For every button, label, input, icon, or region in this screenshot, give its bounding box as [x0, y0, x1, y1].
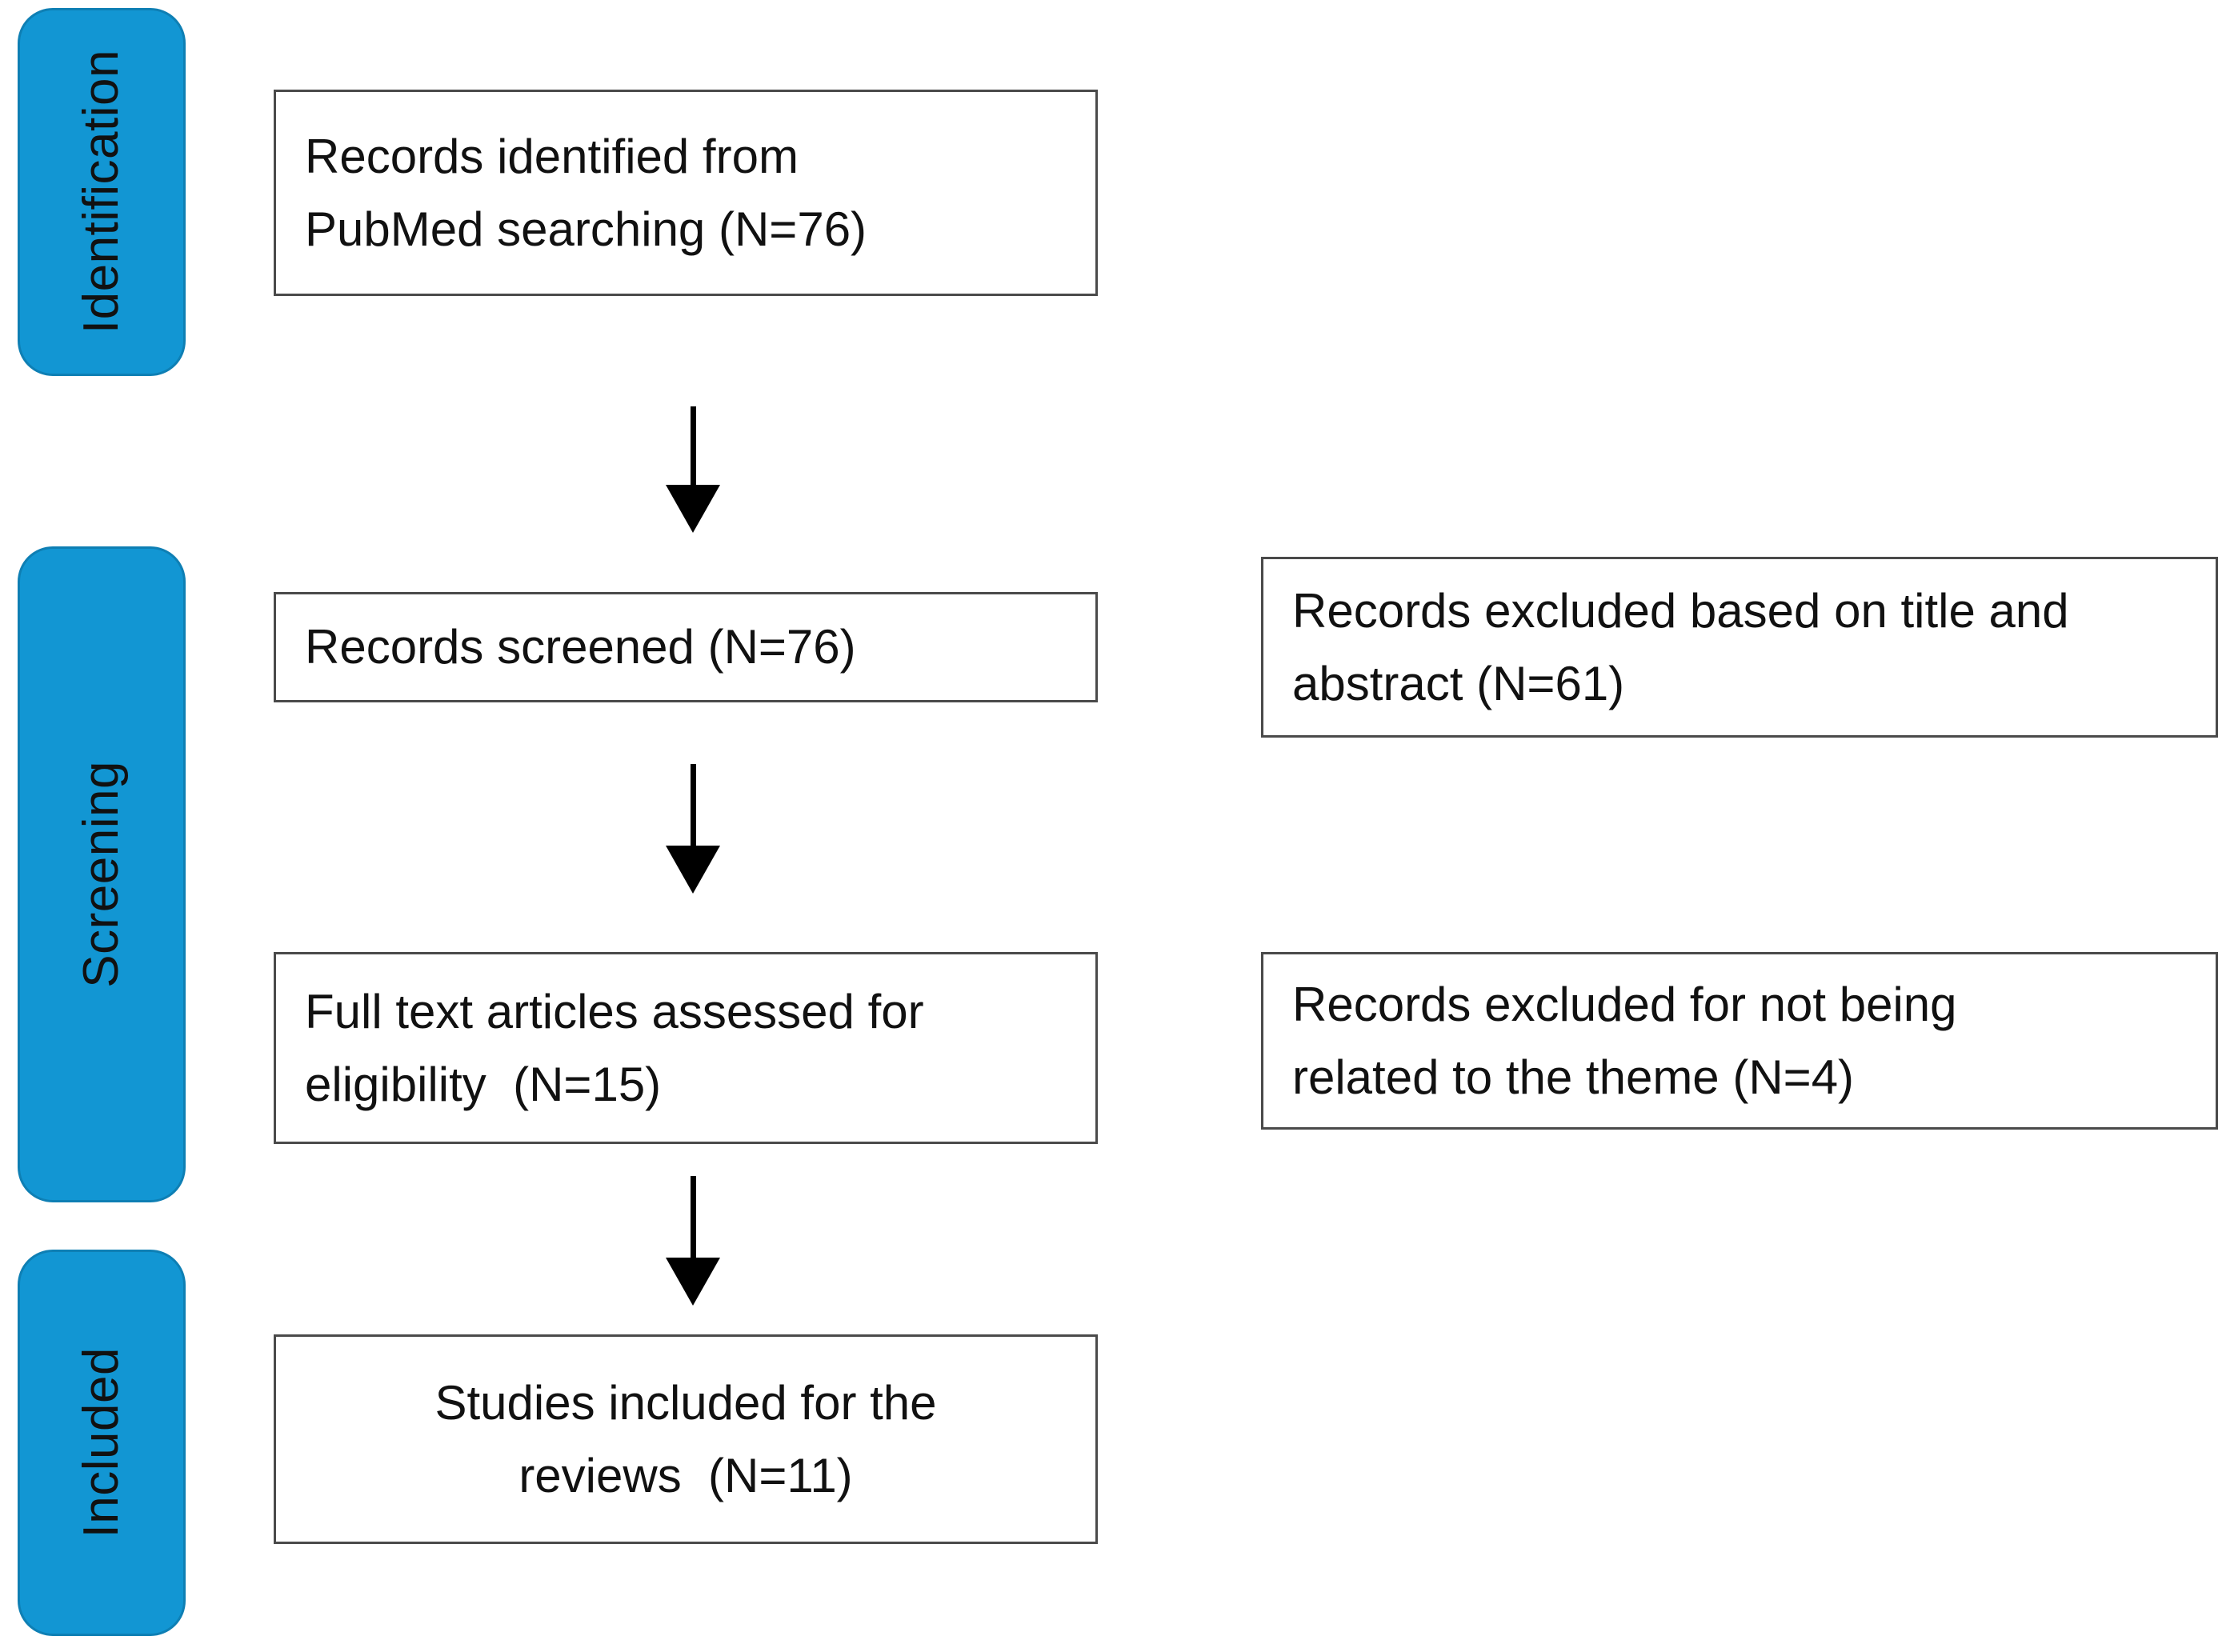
box-records-identified-line-1: Records identified from [305, 129, 799, 183]
box-excluded-theme: Records excluded for not being related t… [1261, 952, 2218, 1130]
box-full-text-assessed-line-1: Full text articles assessed for [305, 984, 924, 1038]
arrow-full-text-to-included [666, 1176, 720, 1306]
stage-label-screening: Screening [74, 761, 129, 988]
box-full-text-assessed-line-2: eligibility (N=15) [305, 1058, 662, 1111]
stage-bar-screening: Screening [18, 546, 186, 1202]
box-excluded-title-abstract: Records excluded based on title and abst… [1261, 557, 2218, 738]
arrow-shaft [690, 1176, 696, 1259]
stage-bar-included: Included [18, 1250, 186, 1636]
box-records-screened: Records screened (N=76) [274, 592, 1098, 702]
box-studies-included-line-1: Studies included for the [434, 1375, 937, 1430]
arrow-head [666, 846, 720, 894]
box-excluded-title-abstract-line-2: abstract (N=61) [1292, 657, 1625, 710]
arrow-identified-to-screened [666, 406, 720, 533]
box-records-screened-line-1: Records screened (N=76) [305, 620, 856, 674]
box-records-identified-line-2: PubMed searching (N=76) [305, 202, 867, 256]
stage-label-included: Included [74, 1347, 129, 1538]
box-excluded-title-abstract-line-1: Records excluded based on title and [1292, 583, 2069, 638]
stage-bar-identification: Identification [18, 8, 186, 376]
box-excluded-theme-line-2: related to the theme (N=4) [1292, 1050, 1855, 1104]
box-studies-included-line-2: reviews (N=11) [518, 1449, 853, 1502]
stage-label-identification: Identification [74, 50, 129, 334]
arrow-shaft [690, 764, 696, 847]
arrow-shaft [690, 406, 696, 486]
arrow-head [666, 1258, 720, 1306]
arrow-screened-to-full-text [666, 764, 720, 894]
arrow-head [666, 485, 720, 533]
box-studies-included: Studies included for the reviews (N=11) [274, 1334, 1098, 1544]
box-records-identified: Records identified from PubMed searching… [274, 90, 1098, 296]
box-excluded-theme-line-1: Records excluded for not being [1292, 977, 1957, 1031]
box-full-text-assessed: Full text articles assessed for eligibil… [274, 952, 1098, 1144]
